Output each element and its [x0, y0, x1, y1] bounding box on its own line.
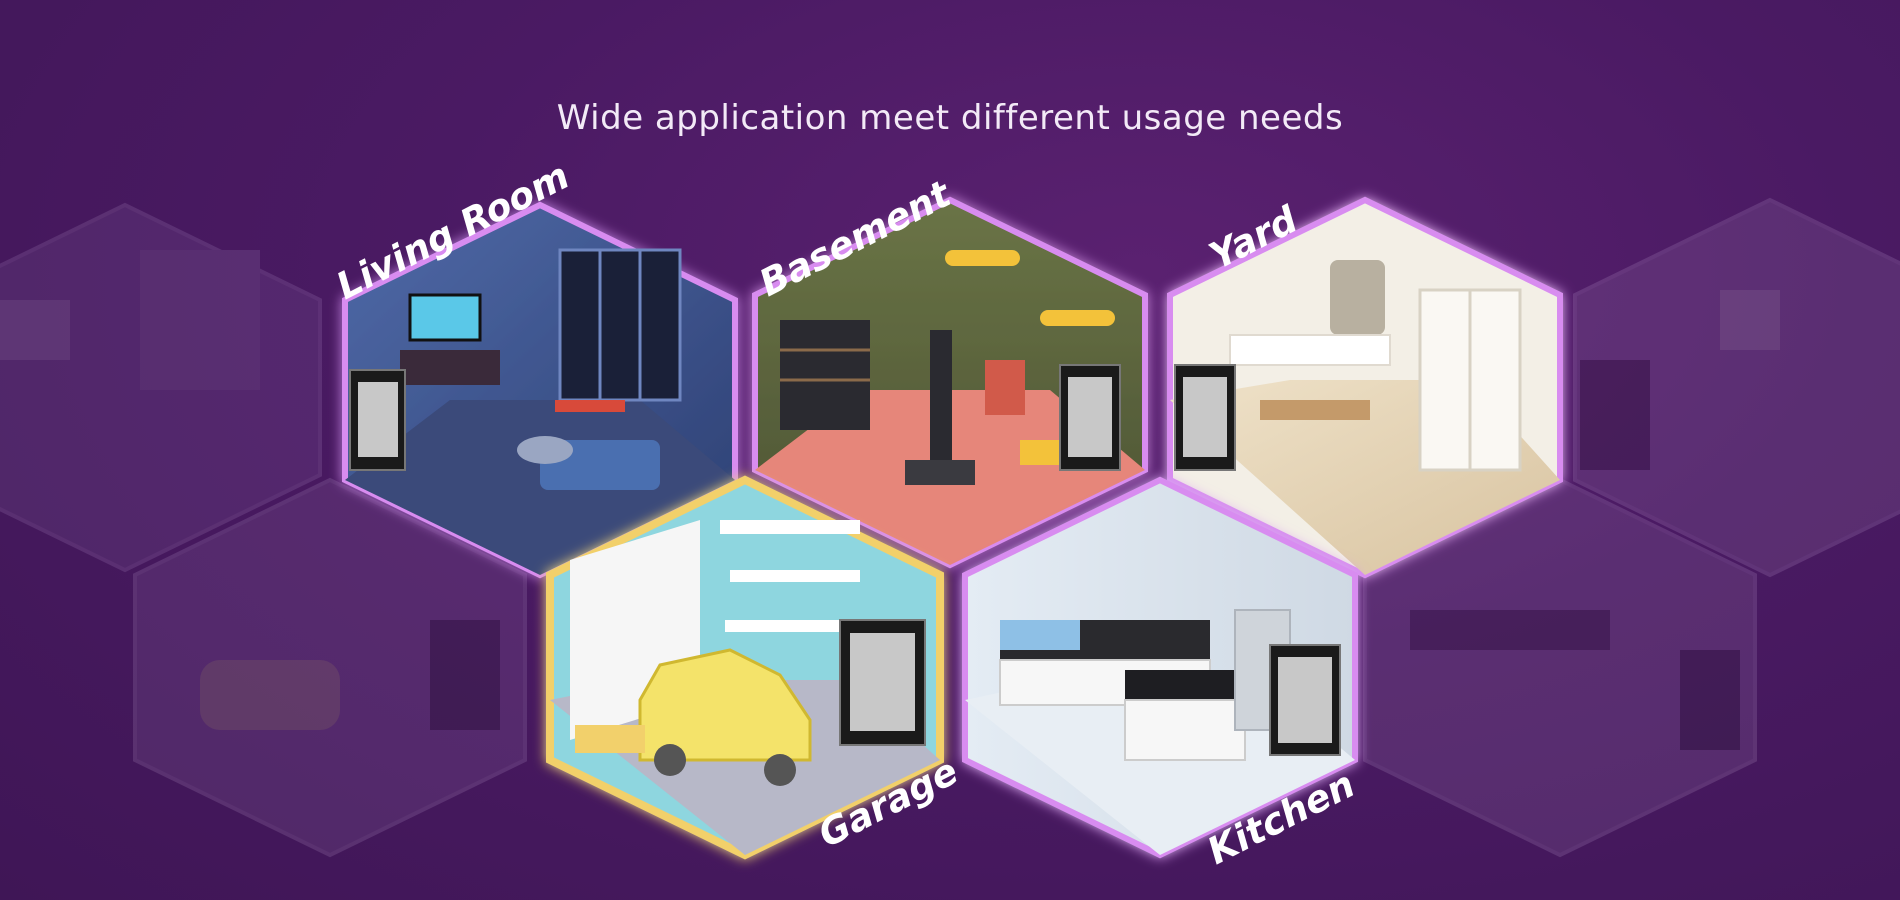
headline: Wide application meet different usage ne…	[556, 98, 1344, 138]
hex-living-room[interactable]	[342, 201, 738, 579]
faded-hex-right-top	[1573, 197, 1900, 578]
hex-basement[interactable]	[752, 196, 1148, 569]
faded-hex-left-top	[0, 202, 322, 573]
faded-hex-left-bottom	[133, 477, 527, 858]
hex-yard[interactable]	[1167, 196, 1563, 579]
hex-garage[interactable]	[546, 475, 944, 860]
hex-kitchen[interactable]	[962, 476, 1358, 859]
